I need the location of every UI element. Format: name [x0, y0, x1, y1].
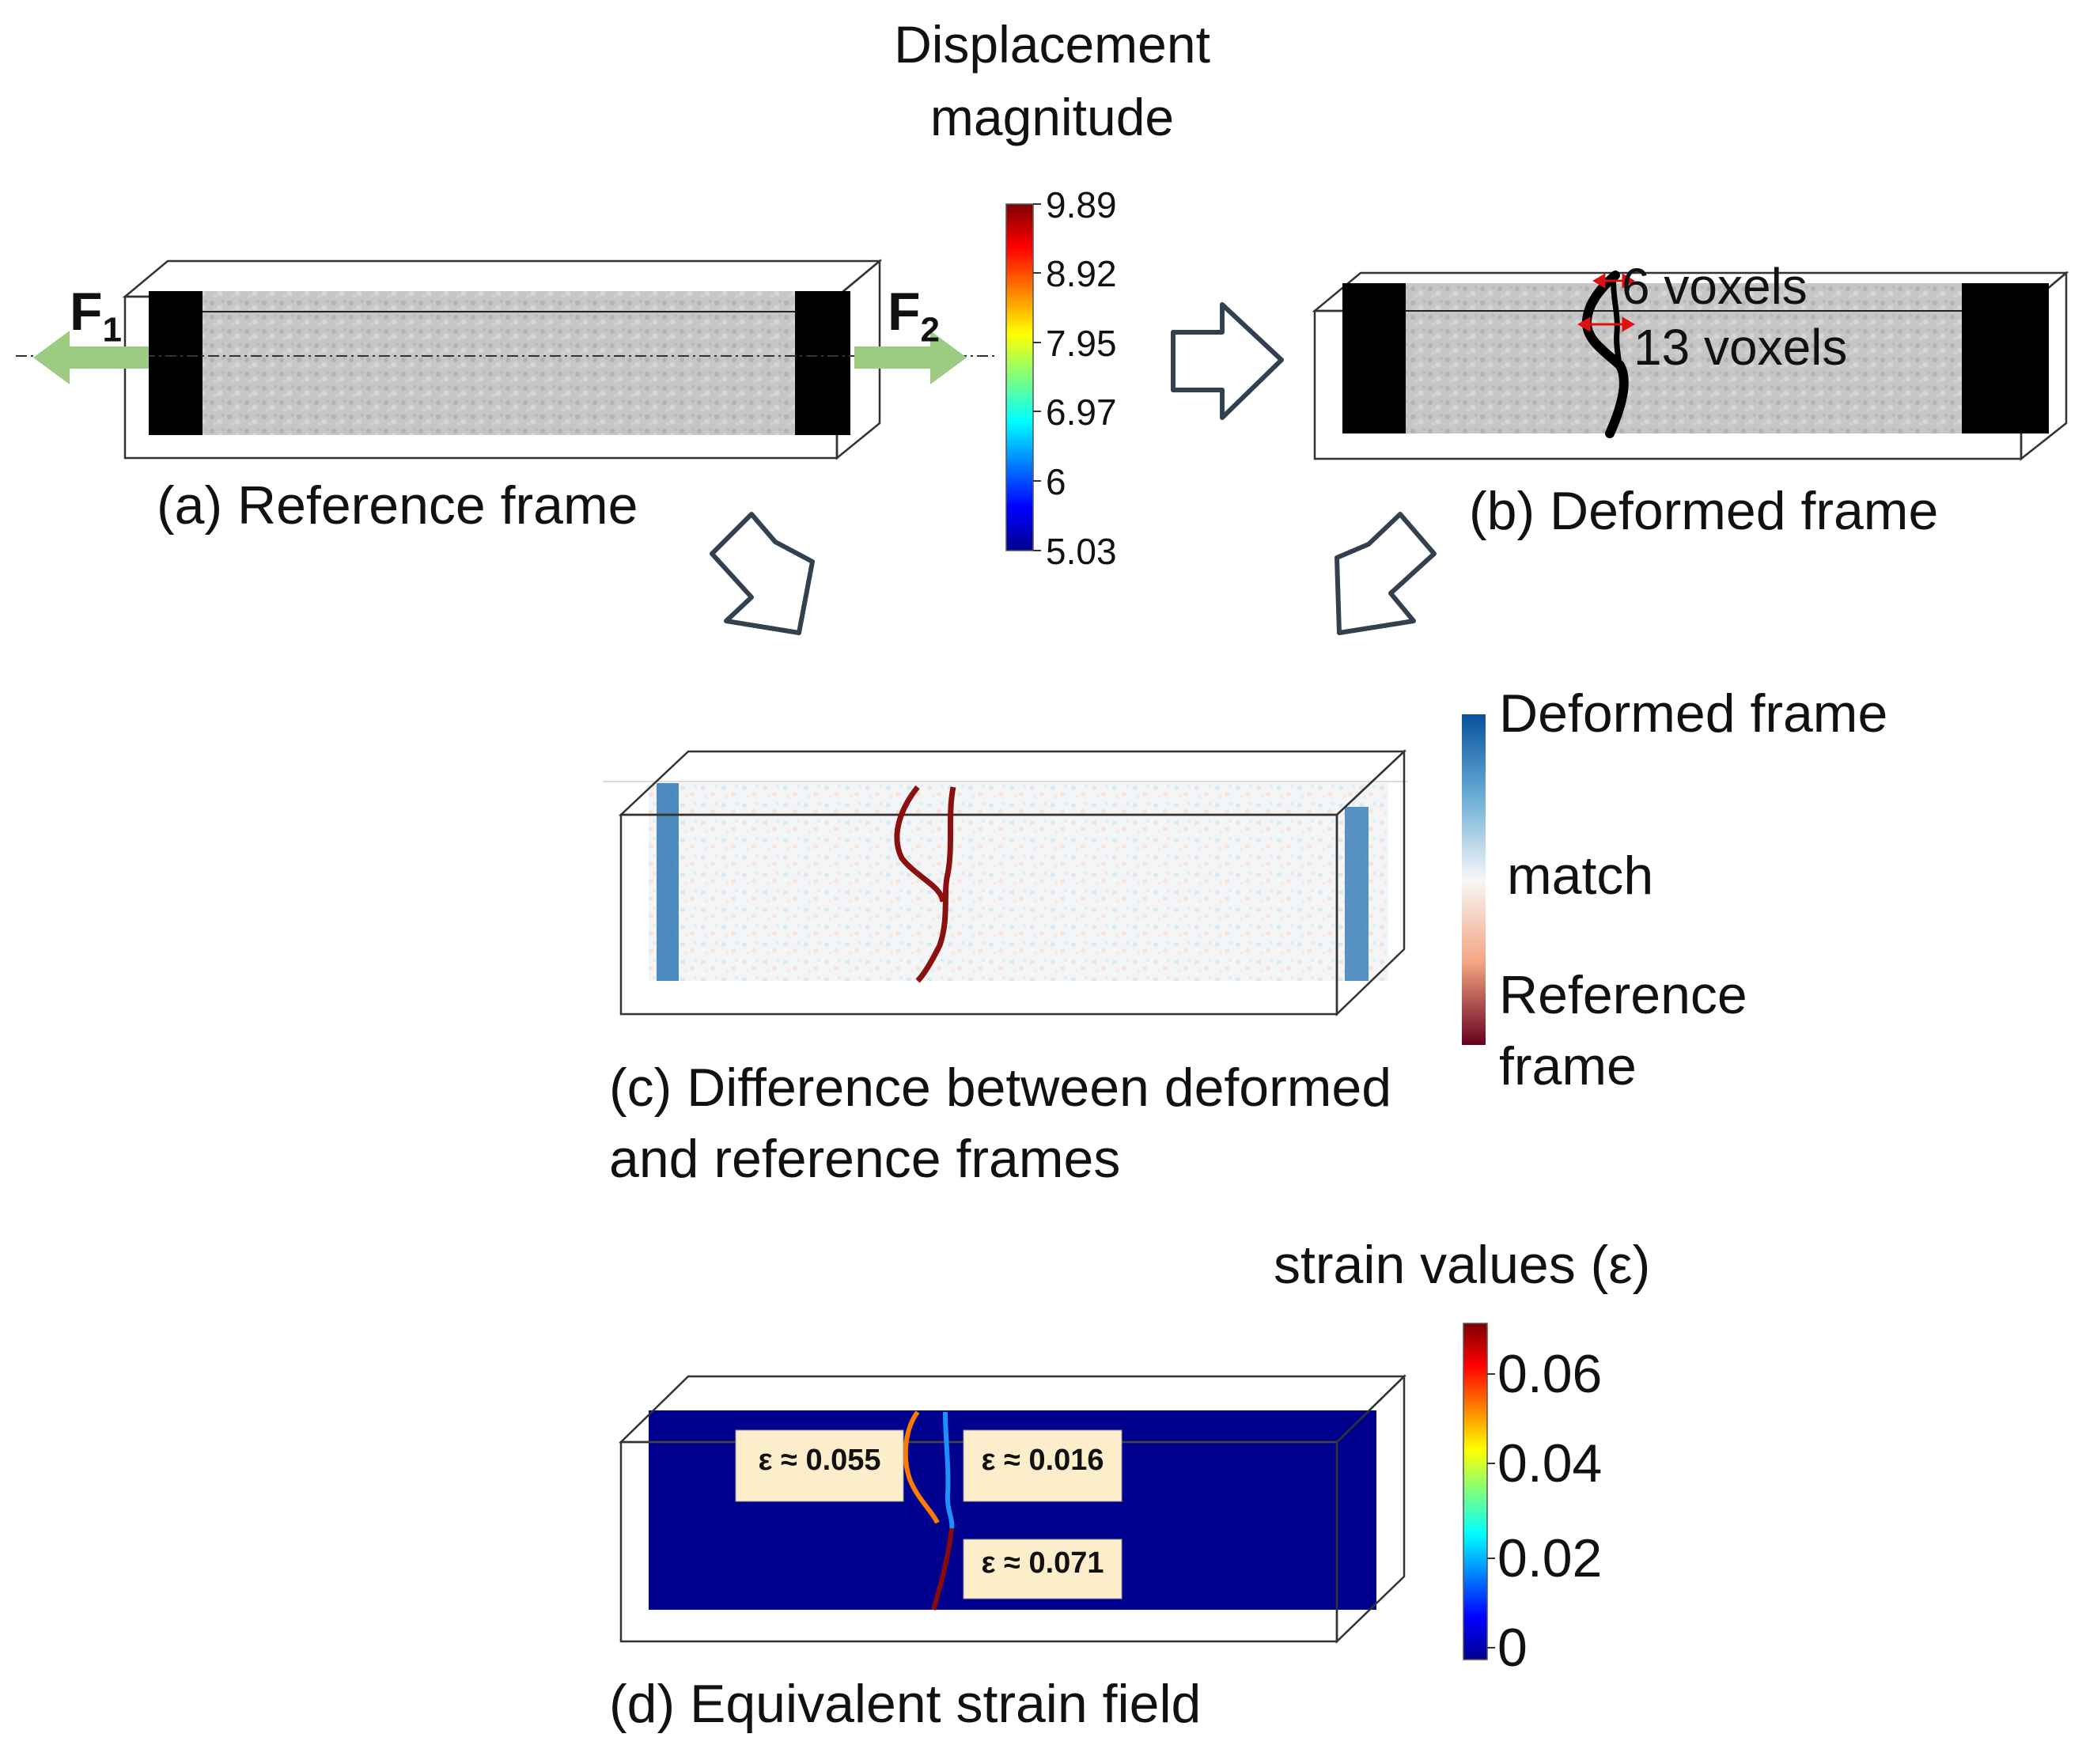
specimen-box-d-side: [1335, 1374, 1406, 1644]
panel-d-strain: [618, 1374, 1407, 1644]
crack-d-bottom: [931, 1527, 954, 1611]
difference-colorbar: [1462, 714, 1486, 1045]
specimen-image-a: [150, 291, 850, 435]
displacement-tick-4: 6: [1046, 461, 1066, 502]
strain-tick-2: 0.02: [1497, 1528, 1603, 1588]
difference-colorbar-top: Deformed frame: [1499, 683, 1888, 744]
panel-b-caption: (b) Deformed frame: [1469, 481, 1939, 541]
strain-colorbar: [1463, 1323, 1488, 1660]
specimen-image-b: [1345, 283, 2049, 433]
difference-colorbar-bottom: Reference frame: [1499, 965, 1747, 1096]
flow-arrow-down-right: [1335, 512, 1437, 635]
strain-colorbar-title: strain values (ε): [1274, 1235, 1651, 1295]
strain-label-bottom: ε ≈ 0.071: [981, 1546, 1104, 1580]
grip-right-a: [795, 291, 850, 435]
panel-b-deformed-frame: [1312, 271, 2069, 461]
crack-b: [1581, 271, 1629, 438]
grip-left-a: [149, 291, 203, 435]
crack-b-branch: [1611, 276, 1622, 369]
displacement-colorbar-ticks: [1033, 203, 1041, 551]
displacement-tick-2: 7.95: [1046, 323, 1117, 364]
displacement-tick-1: 8.92: [1046, 253, 1117, 294]
flow-arrow-right: [1171, 302, 1284, 420]
strain-label-right: ε ≈ 0.016: [981, 1444, 1104, 1477]
measure-label-top: 6 voxels: [1622, 258, 1808, 315]
crack-d-right: [943, 1411, 955, 1529]
crack-c-right: [915, 786, 956, 983]
displacement-colorbar-title: Displacement magnitude: [894, 15, 1210, 146]
diff-band-right: [1345, 807, 1369, 981]
panel-c-caption: (c) Difference between deformed and refe…: [609, 1058, 1392, 1189]
crack-c-left: [894, 785, 946, 903]
difference-image: [649, 783, 1388, 981]
measure-label-bottom: 13 voxels: [1634, 319, 1848, 376]
force-f2-base: F: [888, 282, 921, 342]
force-f2-sub: 2: [920, 310, 941, 350]
grip-right-b: [1962, 283, 2049, 433]
strain-label-box-right: [963, 1429, 1123, 1502]
force-f1-base: F: [70, 282, 103, 342]
displacement-tick-5: 5.03: [1046, 531, 1117, 572]
measure-arrows: [1577, 273, 1635, 332]
force-label-f2: F2: [888, 281, 940, 350]
grip-left-b: [1342, 283, 1406, 433]
displacement-colorbar: [1005, 203, 1034, 551]
specimen-box-c-side: [1335, 749, 1406, 1016]
diff-band-left: [657, 783, 679, 981]
strain-colorbar-ticks: [1487, 1373, 1495, 1649]
strain-tick-0: 0.06: [1497, 1344, 1603, 1404]
force-arrow-f2: [854, 331, 967, 384]
strain-label-box-left: [735, 1429, 904, 1502]
strain-label-box-bottom: [963, 1539, 1123, 1599]
force-label-f1: F1: [70, 281, 122, 350]
panel-c-difference: [603, 749, 1408, 1016]
force-arrow-f1: [33, 331, 149, 384]
crack-d-left: [903, 1410, 940, 1524]
strain-tick-1: 0.04: [1497, 1433, 1603, 1493]
panel-a-caption: (a) Reference frame: [157, 475, 638, 536]
displacement-tick-3: 6.97: [1046, 392, 1117, 433]
panel-d-caption: (d) Equivalent strain field: [609, 1674, 1202, 1734]
force-f1-sub: 1: [102, 310, 123, 350]
difference-colorbar-middle: match: [1507, 846, 1654, 906]
strain-tick-3: 0: [1497, 1618, 1528, 1678]
displacement-vectors: [207, 296, 791, 433]
strain-label-left: ε ≈ 0.055: [758, 1444, 881, 1477]
displacement-tick-0: 9.89: [1046, 184, 1117, 225]
panel-a-reference-frame: [16, 259, 997, 460]
flow-arrow-down-left: [710, 512, 815, 635]
